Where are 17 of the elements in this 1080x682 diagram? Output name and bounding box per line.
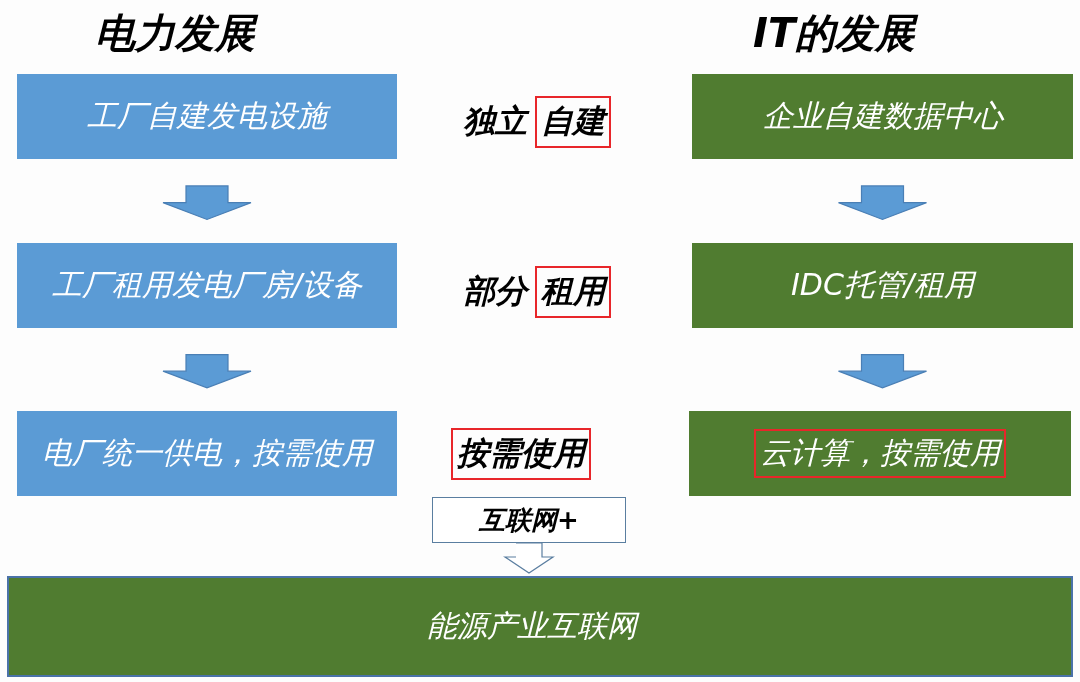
process-box: 工厂自建发电设施 [17,74,397,159]
block-arrow [837,353,928,389]
block-arrow [162,185,252,221]
block-arrow [162,353,252,389]
callout-box: 互联网+ [432,497,626,543]
highlighted-word: 按需使用 [453,430,589,478]
process-box: IDC托管/租用 [692,243,1073,328]
block-arrow [837,185,928,221]
block-arrow [503,542,555,574]
process-box: 电厂统一供电，按需使用 [17,411,397,496]
band: 能源产业互联网 [7,576,1073,677]
highlighted-word: 自建 [537,98,609,146]
process-box: 企业自建数据中心 [692,74,1073,159]
column-heading: IT的发展 [753,9,916,58]
process-box: 工厂租用发电厂房/设备 [17,243,397,328]
process-box: 云计算，按需使用 [689,411,1071,496]
highlighted-word: 租用 [537,268,609,316]
